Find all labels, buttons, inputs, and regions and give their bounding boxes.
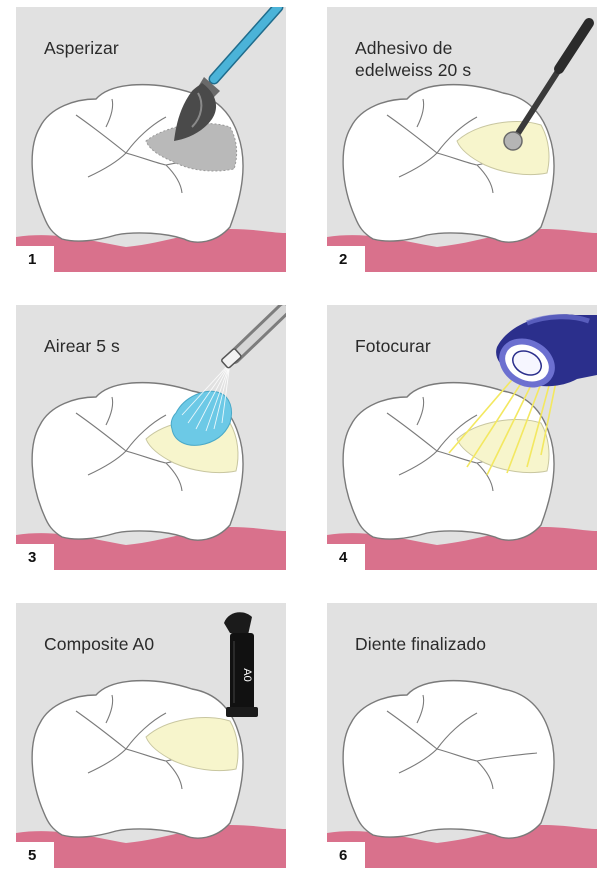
step-3-panel: Airear 5 s 3 [16, 305, 286, 570]
capsule-label: A0 [241, 668, 253, 681]
step-5-panel: A0 Composite A0 5 [16, 603, 286, 868]
step-caption: Diente finalizado [355, 633, 486, 655]
step-6-panel: Diente finalizado 6 [327, 603, 597, 868]
step-number: 3 [16, 544, 54, 570]
step-1-panel: Asperizar 1 [16, 7, 286, 272]
step-2-panel: Adhesivo de edelweiss 20 s 2 [327, 7, 597, 272]
air-syringe-icon [221, 309, 284, 368]
step-number: 6 [327, 842, 365, 868]
composite-capsule-icon: A0 [224, 612, 258, 717]
step-number: 5 [16, 842, 54, 868]
step-number: 2 [327, 246, 365, 272]
step-number: 1 [16, 246, 54, 272]
step-caption: Fotocurar [355, 335, 431, 357]
step-caption: Composite A0 [44, 633, 154, 655]
step-number: 4 [327, 544, 365, 570]
step-4-panel: Fotocurar 4 [327, 305, 597, 570]
step-caption: Adhesivo de edelweiss 20 s [355, 37, 471, 81]
step-caption: Airear 5 s [44, 335, 120, 357]
step-caption: Asperizar [44, 37, 119, 59]
